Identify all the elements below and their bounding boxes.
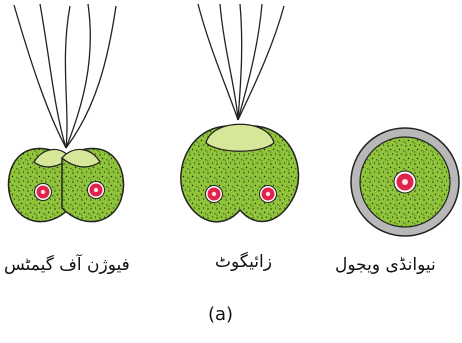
label-zygote: زائیگوٹ [215,252,272,272]
zygote [181,4,299,222]
nucleus [394,171,416,193]
flagella [198,4,284,120]
fusion-of-gametes [8,4,123,222]
label-neutral-cell: نیوانڈی ویجول [335,255,436,275]
nucleus [35,184,52,201]
figure-caption: (a) [208,304,233,325]
round-cell [351,128,459,236]
nucleus [206,186,223,203]
nucleus [260,186,277,203]
flagella [14,4,116,148]
nucleus [88,182,105,199]
label-fusion-of-gametes: فیوژن آف گیمٹس [4,255,130,275]
